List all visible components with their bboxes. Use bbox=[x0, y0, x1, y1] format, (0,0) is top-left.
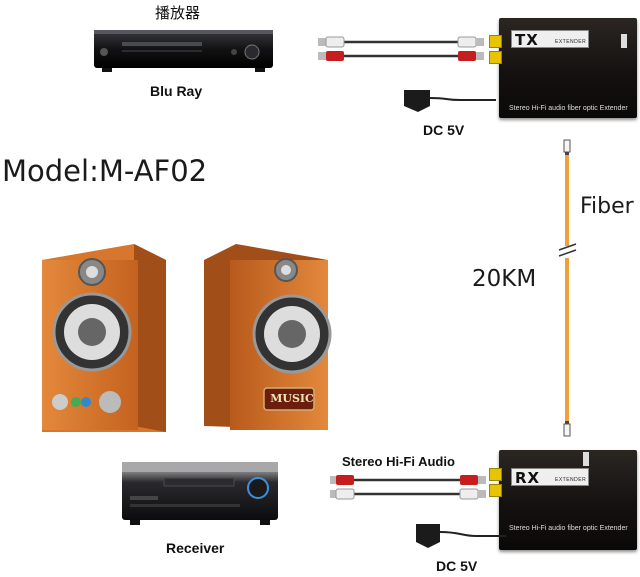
left-speaker-image bbox=[42, 244, 166, 432]
blu-ray-label: Blu Ray bbox=[150, 83, 203, 99]
fiber-label: Fiber bbox=[580, 194, 634, 219]
rx-power-label: DC 5V bbox=[436, 558, 478, 574]
tx-rca-port-top bbox=[489, 35, 502, 48]
rx-subtitle: Stereo Hi-Fi audio fiber optic Extender bbox=[509, 525, 628, 532]
tx-fiber-port-icon bbox=[621, 34, 627, 48]
rx-title: RX bbox=[511, 468, 589, 487]
receiver-label: Receiver bbox=[166, 540, 225, 556]
tx-extender-text: EXTENDER bbox=[555, 39, 587, 45]
tx-extender-box: TX EXTENDER Stereo Hi-Fi audio fiber opt… bbox=[499, 18, 637, 118]
tx-subtitle: Stereo Hi-Fi audio fiber optic Extender bbox=[509, 105, 628, 112]
tx-rca-cables bbox=[318, 36, 484, 61]
rx-extender-text: EXTENDER bbox=[555, 477, 587, 483]
fiber-cable bbox=[558, 139, 577, 437]
tx-rca-port-bottom bbox=[489, 51, 502, 64]
rx-power-adapter-image bbox=[416, 524, 506, 548]
music-badge: MUSIC bbox=[270, 392, 314, 405]
tx-power-adapter-image bbox=[404, 90, 496, 112]
rx-extender-box: RX EXTENDER Stereo Hi-Fi audio fiber opt… bbox=[499, 450, 637, 550]
right-speaker-image bbox=[204, 244, 332, 430]
receiver-image bbox=[122, 462, 278, 525]
tx-title: TX bbox=[511, 30, 589, 49]
tx-power-label: DC 5V bbox=[423, 122, 465, 138]
stereo-audio-label: Stereo Hi-Fi Audio bbox=[342, 454, 455, 469]
rx-rca-port-bottom bbox=[489, 484, 502, 497]
blu-ray-chinese-label: 播放器 bbox=[155, 4, 201, 22]
distance-label: 20KM bbox=[472, 266, 537, 292]
blu-ray-player-image bbox=[94, 30, 273, 72]
rx-fiber-port-icon bbox=[583, 452, 589, 466]
model-label: Model:M-AF02 bbox=[2, 154, 208, 188]
rx-rca-port-top bbox=[489, 468, 502, 481]
rx-rca-cables bbox=[330, 475, 486, 500]
